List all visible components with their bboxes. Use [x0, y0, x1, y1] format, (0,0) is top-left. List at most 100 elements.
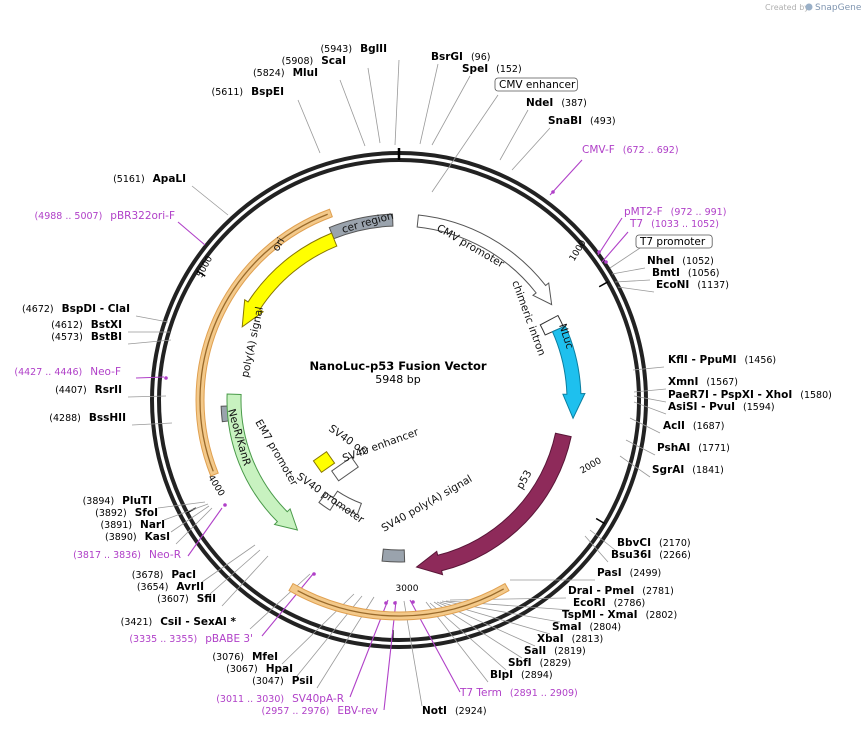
restriction-site-label[interactable]: PshAI(1771) [657, 442, 730, 454]
restriction-site-label[interactable]: AsiSI - PvuI(1594) [668, 401, 775, 413]
restriction-site-label[interactable]: (3678)PacI [132, 569, 196, 581]
restriction-site-label[interactable]: (3654)AvrII [137, 581, 204, 593]
leader-line [261, 573, 314, 637]
restriction-site-label[interactable]: (3047)PsiI [252, 675, 313, 687]
feature-box-label[interactable]: CMV enhancer [499, 79, 576, 91]
restriction-site-label[interactable]: (5943)BglII [320, 43, 387, 55]
restriction-site-label[interactable]: XmnI(1567) [668, 376, 738, 388]
restriction-site-label[interactable]: AclI(1687) [663, 420, 724, 432]
primer-marker [223, 503, 227, 507]
restriction-site-label[interactable]: (4407)RsrII [55, 384, 122, 396]
restriction-site-label[interactable]: BlpI(2894) [490, 669, 553, 681]
leader-line [584, 535, 609, 563]
primer-label[interactable]: (3817 .. 3836)Neo-R [73, 549, 181, 561]
primer-label[interactable]: (4988 .. 5007)pBR322ori-F [34, 210, 175, 222]
leader-line [625, 439, 656, 456]
restriction-site-label[interactable]: (3607)SfiI [157, 593, 216, 605]
restriction-site-label[interactable]: (3894)PluTI [83, 495, 152, 507]
primer-label[interactable]: (3335 .. 3355)pBABE 3' [129, 633, 253, 645]
restriction-site-label[interactable]: NotI(2924) [422, 705, 487, 717]
restriction-site-label[interactable]: PaeR7I - PspXI - XhoI(1580) [668, 389, 832, 401]
restriction-site-label[interactable]: (4573)BstBI [51, 331, 122, 343]
sv40-polya-signal-feature[interactable] [381, 548, 406, 563]
watermark-created-by: Created by [765, 3, 809, 12]
leader-line [431, 75, 471, 146]
chimeric-intron-feature[interactable] [539, 314, 565, 336]
sv40-polya-signal-label: SV40 poly(A) signal [380, 473, 475, 535]
restriction-site-label[interactable]: XbaI(2813) [537, 633, 603, 645]
em7-promoter-feature[interactable] [318, 492, 338, 511]
sv40-enhancer-feature[interactable] [331, 456, 359, 482]
restriction-site-label[interactable]: (5824)MluI [253, 67, 318, 79]
restriction-site-label[interactable]: Bsu36I(2266) [611, 549, 691, 561]
restriction-site-label[interactable]: SmaI(2804) [552, 621, 621, 633]
cer-region-feature[interactable] [328, 213, 394, 240]
leader-line [135, 315, 169, 323]
cmv-promoter-feature[interactable] [416, 214, 553, 306]
leader-line [175, 507, 213, 545]
restriction-site-label[interactable]: (3892)SfoI [95, 507, 158, 519]
restriction-site-label[interactable]: KflI - PpuMI(1456) [668, 354, 776, 366]
neor-kanr-feature[interactable] [226, 393, 299, 531]
restriction-site-label[interactable]: PasI(2499) [597, 567, 661, 579]
primer-label[interactable]: (2957 .. 2976)EBV-rev [262, 705, 379, 717]
ruler-tick [595, 517, 606, 525]
primer-label[interactable]: T7 Term(2891 .. 2909) [459, 687, 578, 699]
leader-line [249, 573, 311, 630]
restriction-site-label[interactable]: BbvCI(2170) [617, 537, 691, 549]
restriction-site-label[interactable]: TspMI - XmaI(2802) [562, 609, 677, 621]
restriction-site-label[interactable]: (4288)BssHII [49, 412, 126, 424]
primer-marker [604, 260, 608, 264]
site-labels: (5943)BglII(5908)ScaI(5824)MluI (5611)Bsp… [14, 43, 831, 717]
restriction-site-label[interactable]: SpeI(152) [462, 63, 522, 75]
leader-line [191, 185, 229, 216]
restriction-site-label[interactable]: DraI - PmeI(2781) [568, 585, 674, 597]
leader-line [633, 395, 667, 403]
leader-line [221, 555, 269, 607]
restriction-site-label[interactable]: (3421)CsiI - SexAI * [121, 616, 237, 628]
restriction-site-label[interactable]: BsrGI(96) [431, 51, 490, 63]
feature-box-label[interactable]: T7 promoter [639, 236, 706, 248]
restriction-site-label[interactable]: (3067)HpaI [226, 663, 293, 675]
restriction-site-label[interactable]: SalI(2819) [524, 645, 586, 657]
p53-feature[interactable] [415, 432, 572, 576]
feature-box [635, 234, 713, 249]
leader-line [127, 395, 167, 398]
ruler-tick [196, 270, 206, 277]
restriction-site-label[interactable]: NdeI(387) [526, 97, 587, 109]
leader-line [611, 267, 646, 275]
ori-feature[interactable] [241, 232, 338, 328]
sv40-ori-feature[interactable] [312, 450, 336, 474]
orf-line-left [199, 213, 328, 472]
restriction-site-label[interactable]: (3891)NarI [100, 519, 165, 531]
restriction-site-label[interactable]: EcoNI(1137) [656, 279, 729, 291]
restriction-site-label[interactable]: SnaBI(493) [548, 115, 616, 127]
primer-label[interactable]: (4427 .. 4446)Neo-F [14, 366, 121, 378]
restriction-site-label[interactable]: (3076)MfeI [212, 651, 278, 663]
restriction-site-label[interactable]: SgrAI(1841) [652, 464, 724, 476]
ruler-label: 2000 [579, 456, 604, 476]
primer-label[interactable]: T7(1033 .. 1052) [629, 218, 719, 230]
restriction-site-label[interactable]: (5908)ScaI [282, 55, 346, 67]
restriction-site-label[interactable]: (5161)ApaLI [113, 173, 186, 185]
ruler-label: 3000 [396, 584, 419, 594]
restriction-site-label[interactable]: (3890)KasI [105, 531, 170, 543]
restriction-site-label[interactable]: BmtI(1056) [652, 267, 719, 279]
primer-label[interactable]: pMT2-F(972 .. 991) [624, 206, 726, 218]
sv40-promoter-feature[interactable] [330, 490, 363, 516]
restriction-site-label[interactable]: (4672)BspDI - ClaI [22, 303, 130, 315]
restriction-site-label[interactable]: NheI(1052) [647, 255, 714, 267]
restriction-site-label[interactable]: EcoRI(2786) [573, 597, 645, 609]
primer-label[interactable]: CMV-F(672 .. 692) [582, 144, 679, 156]
leader-line [609, 247, 641, 269]
orf-highlight-band-left [195, 208, 333, 477]
nluc-feature[interactable] [551, 325, 586, 420]
leader-line [614, 279, 651, 283]
leader-line [633, 388, 667, 393]
cer-region-label: cer region [341, 210, 395, 236]
neor-kanr-label: NeoR/KanR [225, 408, 253, 468]
restriction-site-label[interactable]: (5611)BspEI [212, 86, 284, 98]
restriction-site-label[interactable]: SbfI(2829) [508, 657, 571, 669]
primer-label[interactable]: (3011 .. 3030)SV40pA-R [216, 693, 344, 705]
restriction-site-label[interactable]: (4612)BstXI [51, 319, 122, 331]
